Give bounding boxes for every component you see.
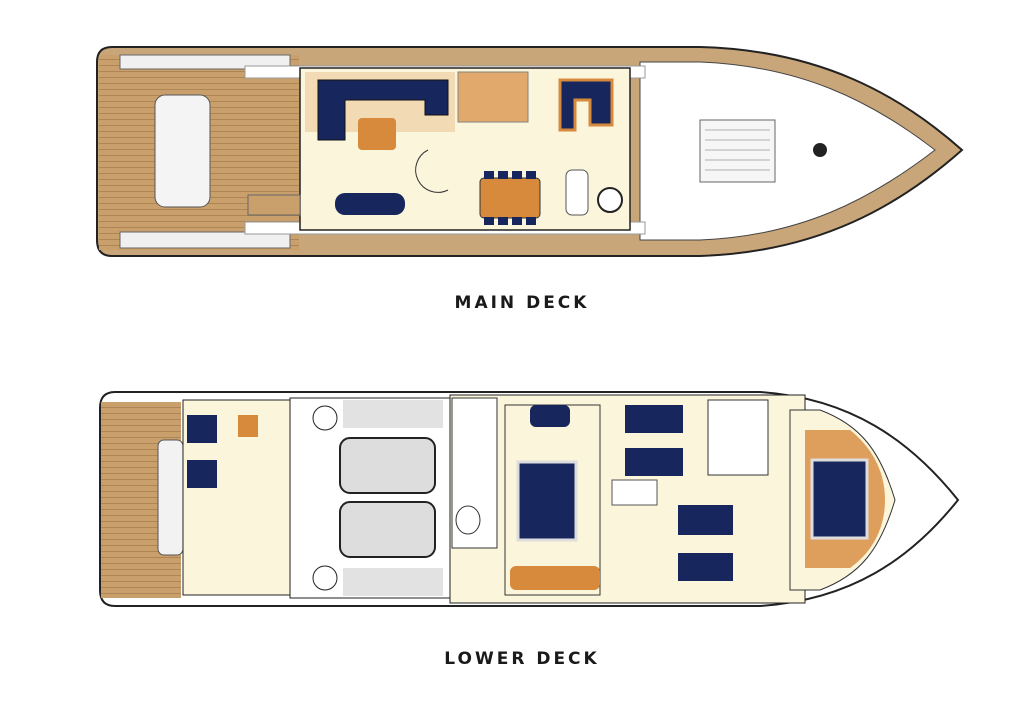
coffee-table bbox=[358, 118, 396, 150]
master-bed bbox=[516, 460, 578, 542]
dining-table bbox=[479, 177, 541, 219]
main-deck-plan bbox=[96, 46, 964, 257]
twin-cabin-berth-1 bbox=[625, 405, 683, 433]
engine-tank-bottom bbox=[343, 568, 443, 596]
twin-cabin-berth-4 bbox=[678, 553, 733, 581]
helm-wheel bbox=[597, 187, 623, 213]
saloon-sofa-u bbox=[317, 79, 449, 141]
crew-berth-2 bbox=[187, 460, 217, 488]
foredeck-hatch bbox=[699, 119, 776, 183]
twin-cabin-berth-3 bbox=[678, 505, 733, 535]
twin-cabin-berth-2 bbox=[625, 448, 683, 476]
helm-seat bbox=[558, 78, 614, 132]
stairs-lower bbox=[611, 479, 658, 506]
engine-port bbox=[339, 437, 436, 494]
engine-tank-top bbox=[343, 400, 443, 428]
helm-chairs bbox=[565, 169, 589, 216]
master-sofa bbox=[510, 566, 600, 590]
stairs bbox=[415, 149, 449, 193]
master-toilet bbox=[455, 505, 481, 535]
master-headboard-top bbox=[530, 405, 570, 427]
dining-chairs bbox=[484, 171, 536, 225]
galley-counter bbox=[457, 71, 529, 123]
vip-bed bbox=[810, 458, 869, 540]
aft-sunpad bbox=[154, 94, 211, 208]
engine-starboard bbox=[339, 501, 436, 558]
saloon-sofa-lower bbox=[335, 193, 405, 215]
aft-bench-lower bbox=[119, 231, 291, 249]
lower-aft-bench bbox=[157, 439, 184, 556]
guest-bathroom bbox=[707, 399, 769, 476]
engine-room bbox=[289, 397, 451, 599]
engine-room-tank-1 bbox=[312, 405, 338, 431]
hatch-slats bbox=[705, 129, 770, 171]
main-deck-label: MAIN DECK bbox=[455, 293, 590, 313]
main-deck-foredeck bbox=[639, 61, 936, 241]
engine-room-tank-2 bbox=[312, 565, 338, 591]
stern-steps bbox=[247, 194, 301, 216]
lower-deck-plan bbox=[99, 391, 960, 607]
crew-cabinet bbox=[238, 415, 258, 437]
crew-berth-1 bbox=[187, 415, 217, 443]
lower-deck-label: LOWER DECK bbox=[444, 649, 599, 669]
anchor-winch bbox=[813, 143, 827, 157]
